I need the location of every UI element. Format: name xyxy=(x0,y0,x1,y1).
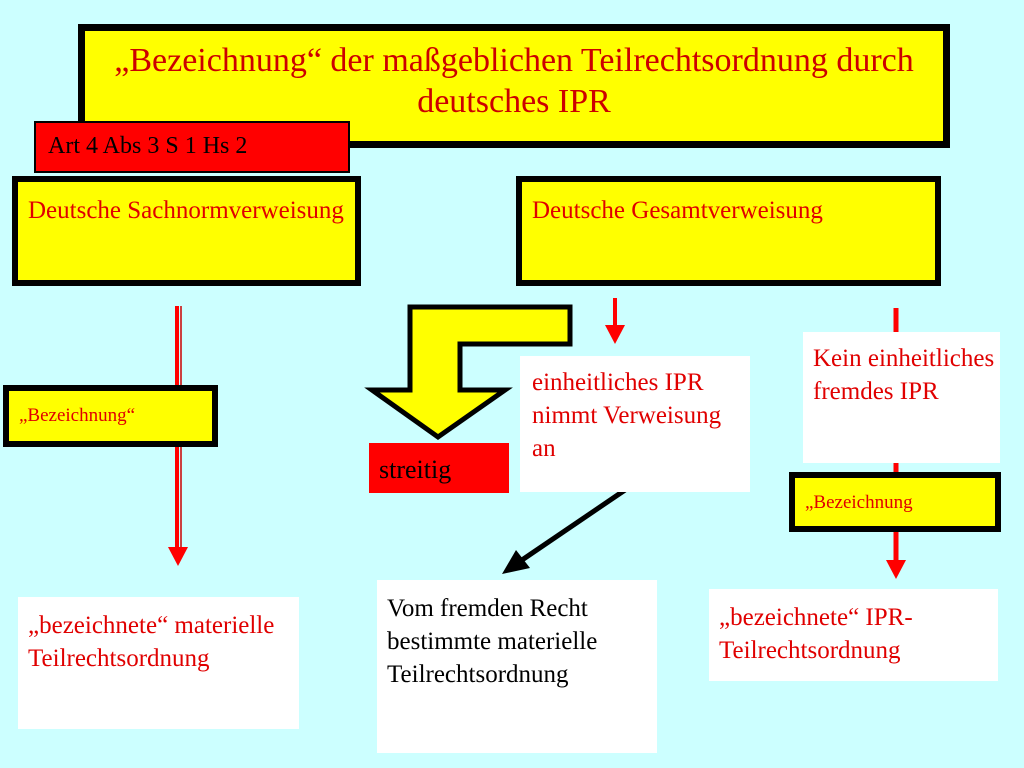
bezeichnete-ipr-box: „bezeichnete“ IPR-Teilrechtsordnung xyxy=(709,589,998,681)
bezeichnete-materielle-box: „bezeichnete“ materielle Teilrechtsordnu… xyxy=(18,597,299,729)
gesamt-down-arrow xyxy=(605,298,625,344)
streitig-label: streitig xyxy=(369,443,509,493)
kein-einheitliches-ipr-box: Kein einheitliches fremdes IPR xyxy=(803,332,1000,463)
right-down-arrow xyxy=(886,308,906,579)
vom-fremden-recht-box: Vom fremden Recht bestimmte materielle T… xyxy=(377,580,657,753)
gesamtverweisung-box: Deutsche Gesamtverweisung xyxy=(516,176,941,286)
bezeichnung-left-box: „Bezeichnung“ xyxy=(3,385,218,447)
bezeichnung-right-box: „Bezeichnung xyxy=(789,472,1001,532)
einheitliches-ipr-box: einheitliches IPR nimmt Verweisung an xyxy=(520,356,750,492)
yellow-bent-arrow xyxy=(364,304,573,441)
black-diagonal-arrow xyxy=(502,487,627,574)
article-label: Art 4 Abs 3 S 1 Hs 2 xyxy=(34,121,350,173)
page-title: „Bezeichnung“ der maßgeblichen Teilrecht… xyxy=(114,42,914,120)
sachnormverweisung-box: Deutsche Sachnormverweisung xyxy=(12,176,361,286)
